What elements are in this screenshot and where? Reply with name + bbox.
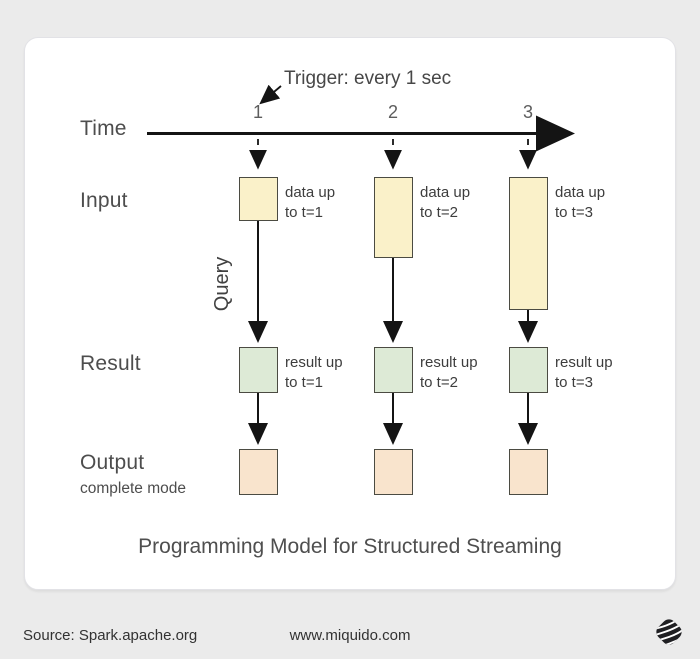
query-label: Query (211, 256, 233, 312)
miquido-logo-icon (653, 618, 685, 648)
tick-label-1: 1 (252, 102, 263, 122)
result-caption-3: result up to t=3 (555, 354, 613, 392)
tick-label-3: 3 (522, 102, 533, 122)
input-row-label: Input (80, 189, 128, 212)
time-axis-label: Time (80, 117, 127, 140)
footer-website-text: www.miquido.com (289, 627, 411, 644)
input-box-3 (508, 177, 548, 310)
input-caption-2: data up to t=2 (420, 184, 471, 222)
output-box-3 (508, 449, 548, 495)
input-box-2 (373, 177, 413, 258)
input-box-1 (238, 177, 278, 221)
trigger-label: Trigger: every 1 sec (284, 68, 452, 89)
output-box-1 (238, 449, 278, 495)
input-caption-3: data up to t=3 (555, 184, 606, 222)
footer-source-text: Source: Spark.apache.org (23, 627, 198, 644)
result-box-2 (373, 347, 413, 393)
output-row-label: Output (80, 451, 145, 474)
result-caption-2: result up to t=2 (420, 354, 478, 392)
result-box-1 (238, 347, 278, 393)
output-mode-label: complete mode (80, 480, 186, 497)
result-box-3 (508, 347, 548, 393)
result-row-label: Result (80, 352, 141, 375)
input-caption-1: data up to t=1 (285, 184, 336, 222)
result-caption-1: result up to t=1 (285, 354, 343, 392)
tick-label-2: 2 (387, 102, 398, 122)
output-box-2 (373, 449, 413, 495)
diagram-title: Programming Model for Structured Streami… (138, 535, 562, 558)
